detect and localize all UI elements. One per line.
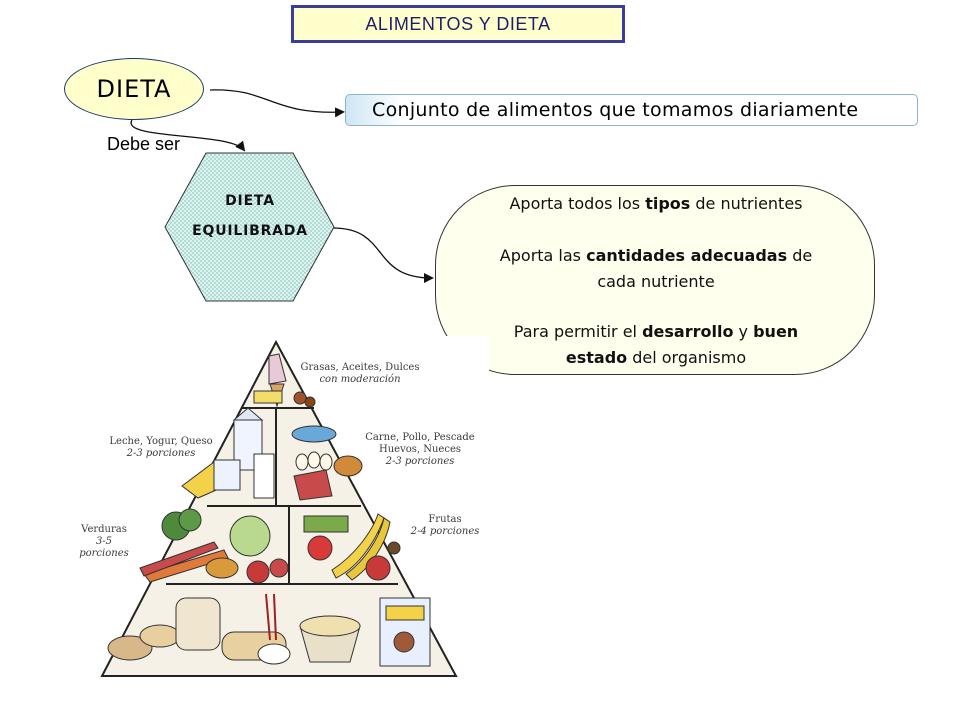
benefit-line-2: Aporta las cantidades adecuadas de <box>499 246 813 265</box>
food-pyramid-image: Grasas, Aceites, Dulces con moderación L… <box>64 336 489 685</box>
pyramid-label-fats: Grasas, Aceites, Dulces con moderación <box>300 362 420 385</box>
connector-label: Debe ser <box>107 134 181 154</box>
dieta-label: DIETA <box>96 75 172 103</box>
benefit-line-1: Aporta todos los tipos de nutrientes <box>509 194 803 213</box>
hexagon-label: DIETA EQUILIBRADA <box>168 186 332 246</box>
hexagon-line-1: DIETA <box>225 193 275 209</box>
pyramid-label-protein: Carne, Pollo, Pescade Huevos, Nueces 2-3… <box>365 432 475 467</box>
hexagon-line-2: EQUILIBRADA <box>192 223 308 239</box>
food-pyramid-drawing <box>100 339 458 677</box>
definition-text: Conjunto de alimentos que tomamos diaria… <box>372 99 859 121</box>
dieta-node: DIETA <box>64 58 204 120</box>
benefit-line-5: estado del organismo <box>565 348 747 367</box>
arrow-dieta-to-hexagon <box>130 119 246 152</box>
pyramid-label-fruits: Frutas 2-4 porciones <box>410 514 480 537</box>
page-title: ALIMENTOS Y DIETA <box>291 5 625 43</box>
arrow-dieta-to-definition <box>209 89 345 118</box>
definition-banner: Conjunto de alimentos que tomamos diaria… <box>345 94 918 126</box>
benefit-line-4: Para permitir el desarrollo y buen <box>513 322 799 341</box>
arrow-hexagon-to-info <box>332 227 434 283</box>
pyramid-label-dairy: Leche, Yogur, Queso 2-3 porciones <box>109 436 213 459</box>
benefit-line-3: cada nutriente <box>597 272 715 291</box>
dieta-equilibrada-hexagon <box>164 152 335 302</box>
pyramid-label-vegetables: Verduras 3-5 porciones <box>79 524 129 559</box>
benefits-box: Aporta todos los tipos de nutrientes Apo… <box>435 185 875 375</box>
